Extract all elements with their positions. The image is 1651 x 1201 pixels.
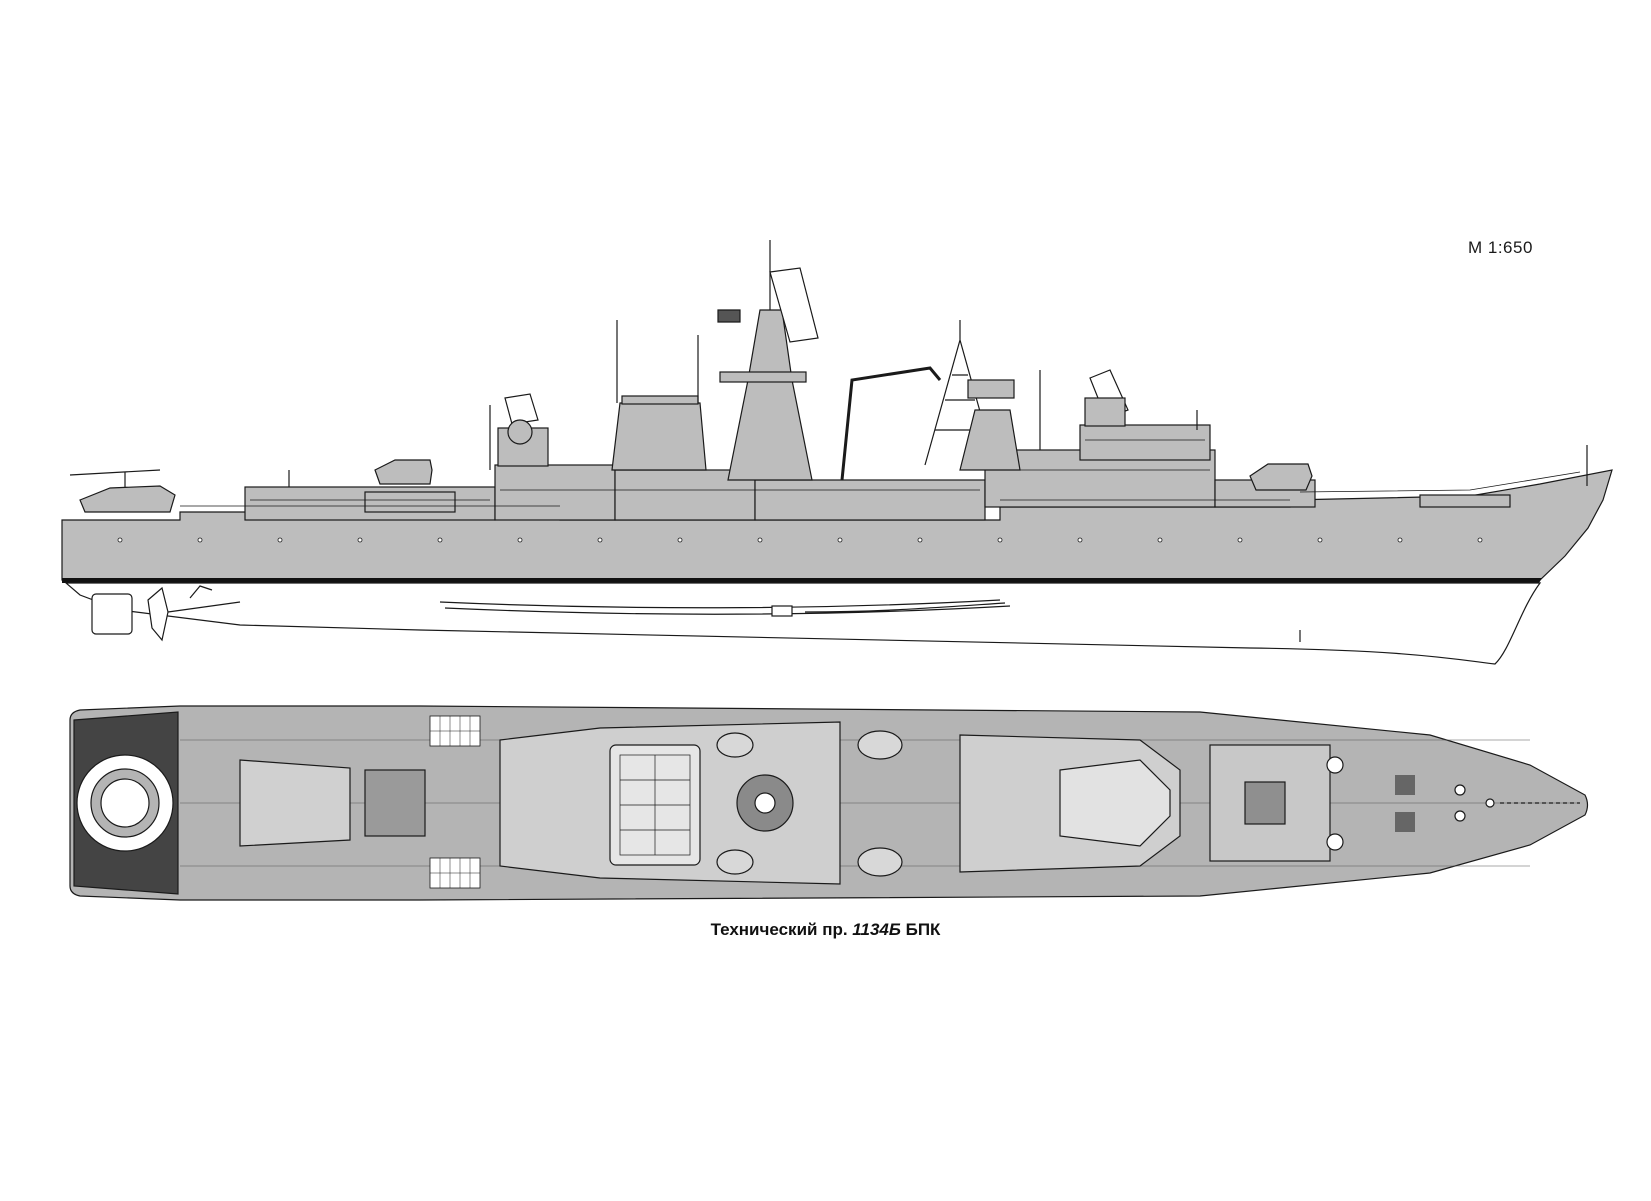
plan-view — [69, 705, 1589, 901]
caption-prefix: Технический пр. — [710, 920, 853, 939]
fwd-launcher — [1249, 463, 1313, 491]
waterline-stripe — [62, 578, 1542, 583]
plan-launcher-aft — [364, 769, 426, 837]
radar-antenna-main — [769, 267, 819, 343]
aft-radome — [507, 419, 533, 445]
mast-platform — [719, 371, 807, 383]
funnel-grille — [619, 754, 691, 856]
plan-boats — [716, 730, 903, 877]
funnel — [611, 402, 707, 471]
bow-details — [1395, 775, 1415, 832]
caption-suffix: БПК — [900, 920, 941, 939]
bridge-block — [1079, 424, 1211, 461]
hull-underwater — [64, 582, 1542, 665]
drawing-caption: Технический пр. 1134Б БПК — [0, 920, 1651, 940]
helideck-circle-core — [100, 778, 150, 828]
plan-launcher-fwd-arm — [1244, 781, 1286, 825]
aft-launcher — [374, 459, 433, 485]
keel-box — [771, 605, 793, 617]
midship-block-3 — [754, 479, 986, 521]
lattice-mast — [924, 320, 996, 466]
midship-block-1 — [494, 464, 616, 521]
fire-control-radar — [1084, 397, 1126, 427]
aft-deckhouse — [364, 491, 456, 513]
aft-radar — [504, 393, 539, 425]
mast-flag — [717, 309, 741, 323]
crane-jib — [840, 366, 942, 481]
antennas — [288, 320, 1588, 487]
keel-fairing — [439, 599, 1011, 615]
grate-lines — [430, 716, 480, 888]
windows — [250, 439, 1210, 501]
deck-railing — [180, 471, 1581, 507]
plan-hangar — [239, 759, 351, 847]
caption-number: 1134Б — [852, 920, 901, 939]
portholes — [117, 537, 1483, 543]
scale-label: М 1:650 — [1468, 238, 1533, 257]
fwd-radar-platform — [967, 379, 1015, 399]
rudder — [91, 593, 133, 635]
plan-bridge — [1059, 759, 1171, 847]
funnel-cap — [621, 395, 699, 405]
helicopter — [79, 485, 176, 513]
forward-mast — [959, 409, 1021, 471]
side-elevation — [61, 240, 1613, 665]
rotor — [69, 469, 161, 476]
bow-block — [1419, 494, 1511, 508]
plan-mast-core — [754, 792, 776, 814]
plan-fittings — [1326, 756, 1495, 851]
propeller-1 — [147, 586, 169, 642]
propeller-shaft — [167, 585, 241, 613]
